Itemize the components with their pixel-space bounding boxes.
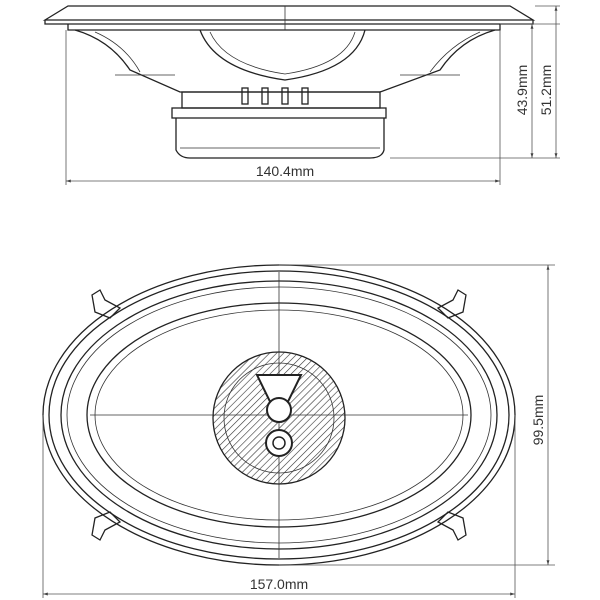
supertweeter-dome bbox=[272, 436, 286, 450]
basket-rim bbox=[67, 24, 501, 31]
magnet-top-plate bbox=[181, 91, 381, 109]
frame-ring bbox=[48, 270, 510, 560]
flange-edge bbox=[44, 20, 534, 25]
side-view bbox=[42, 5, 536, 159]
mounting-tab-bottom-left bbox=[91, 511, 122, 541]
side-dimensions: 140.4mm 43.9mm 51.2mm bbox=[65, 5, 560, 185]
side-flange bbox=[42, 5, 536, 21]
cone-inner-profile bbox=[209, 31, 356, 75]
mounting-tab-top-left bbox=[91, 289, 122, 319]
terminal bbox=[301, 87, 309, 105]
terminal bbox=[281, 87, 289, 105]
cone-profile bbox=[199, 29, 366, 81]
front-height-label: 99.5mm bbox=[530, 395, 546, 446]
tweeter-dome bbox=[266, 397, 292, 423]
total-depth-label: 51.2mm bbox=[538, 65, 554, 116]
terminal bbox=[261, 87, 269, 105]
mounting-tab-top-right bbox=[436, 289, 467, 319]
width-label: 140.4mm bbox=[256, 163, 314, 179]
front-view bbox=[42, 264, 516, 566]
front-dimensions: 157.0mm 99.5mm bbox=[42, 264, 555, 598]
terminal bbox=[241, 87, 249, 105]
magnet-body bbox=[175, 118, 385, 159]
tweeter-inner-ring bbox=[223, 362, 335, 474]
basket-outline bbox=[74, 29, 496, 93]
mount-depth-label: 43.9mm bbox=[514, 65, 530, 116]
mounting-tab-bottom-right bbox=[436, 511, 467, 541]
front-width-label: 157.0mm bbox=[250, 576, 308, 592]
basket-inner-line bbox=[94, 31, 481, 73]
magnet-ring bbox=[171, 107, 387, 119]
